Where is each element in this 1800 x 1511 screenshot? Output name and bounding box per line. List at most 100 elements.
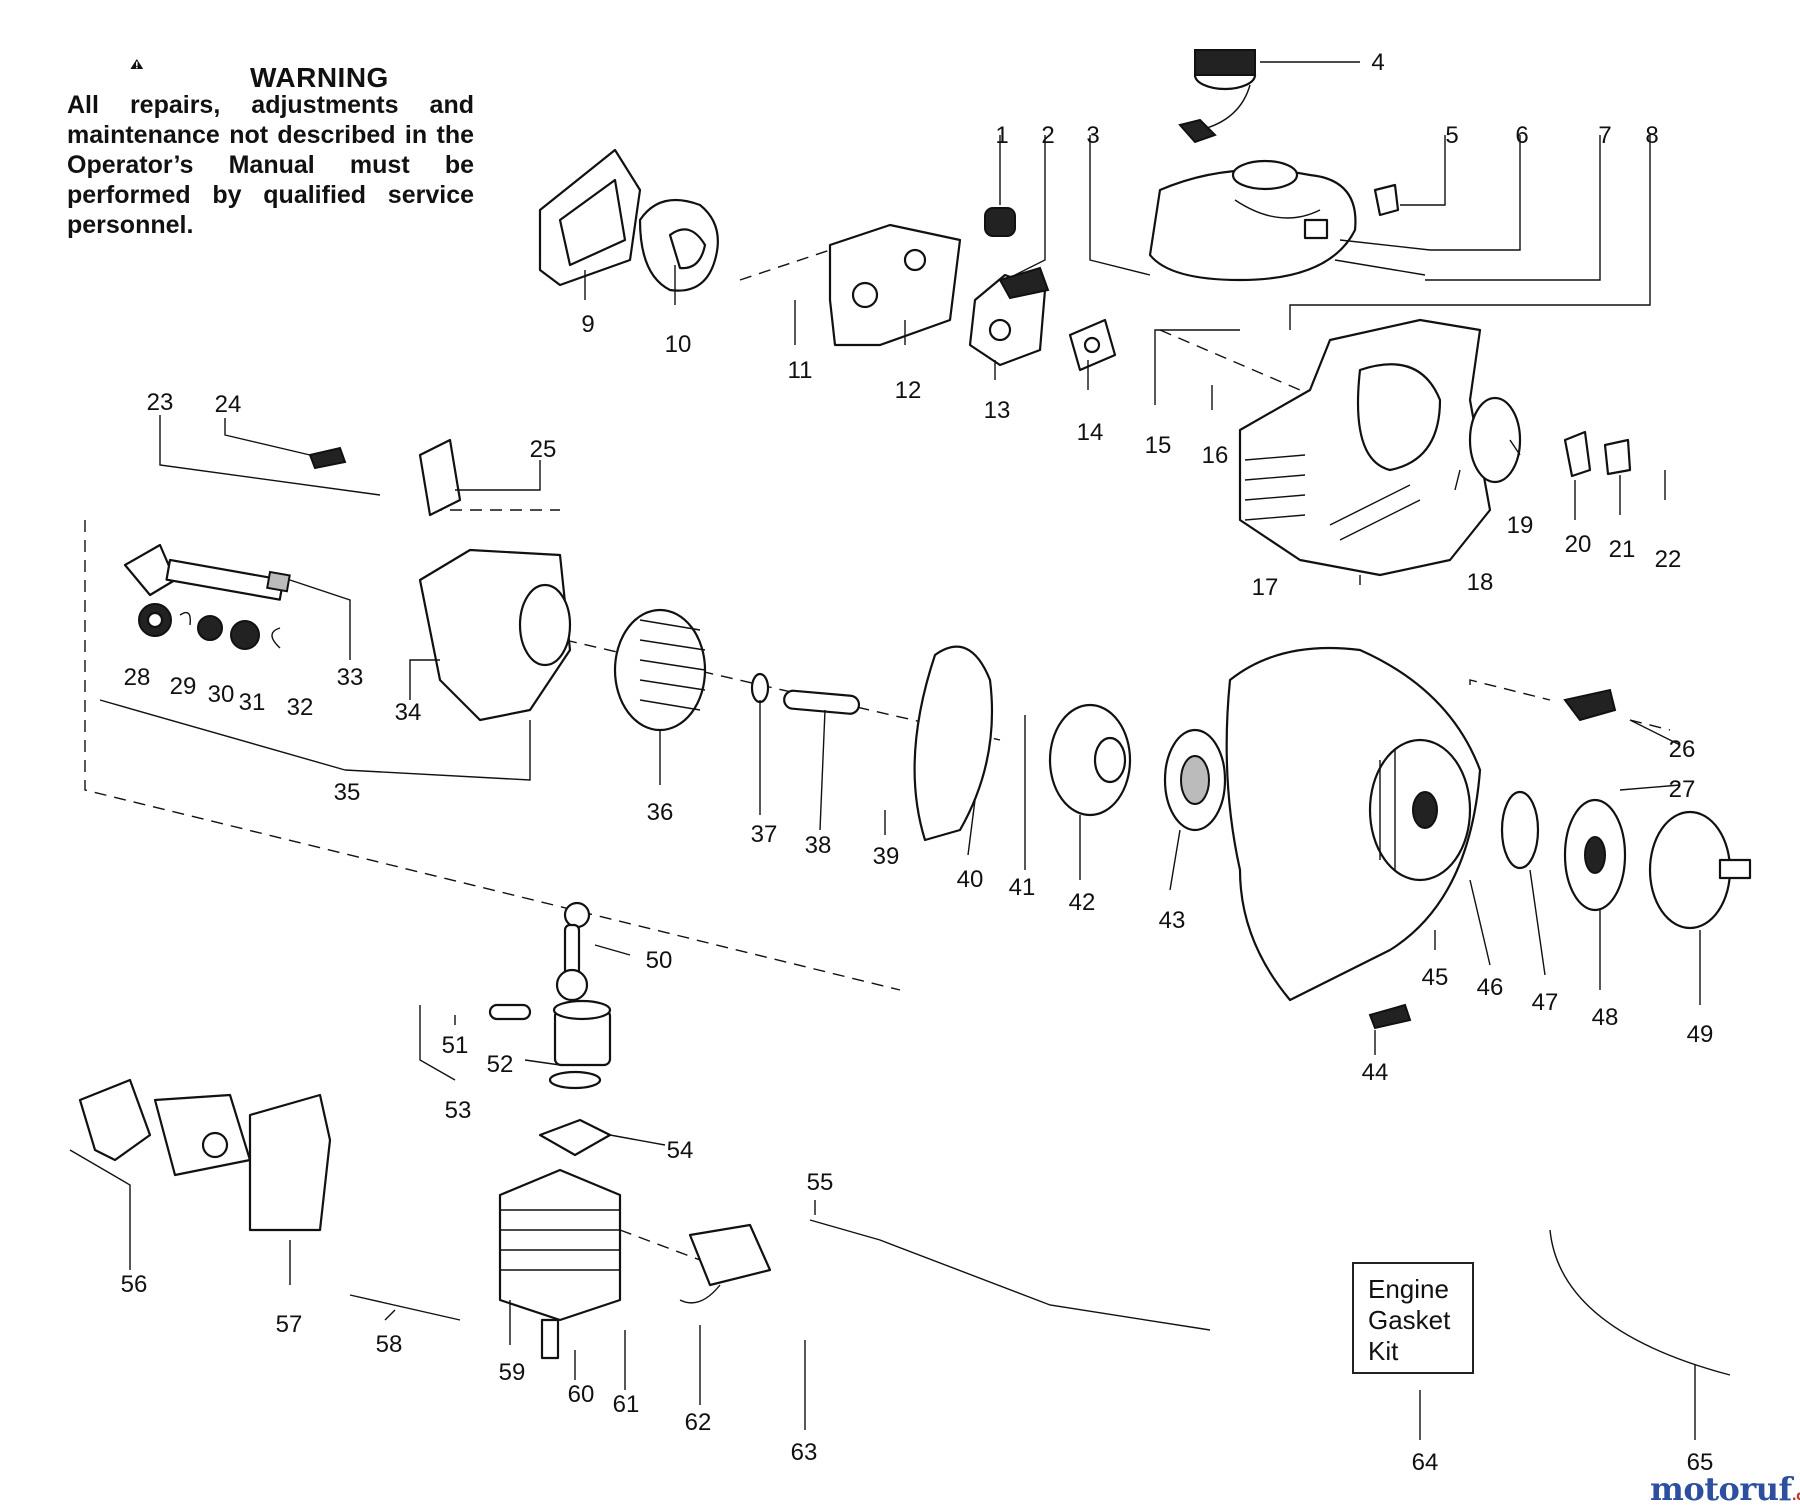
part-number-label: 50	[646, 947, 673, 974]
part-44	[1368, 1003, 1412, 1030]
part-clutch	[1563, 798, 1627, 912]
part-washer-37	[750, 672, 770, 704]
part-number-label: 14	[1077, 419, 1104, 446]
part-muffler	[78, 1078, 252, 1177]
part-25	[418, 438, 462, 517]
part-number-label: 65	[1687, 1449, 1714, 1476]
part-number-label: 34	[395, 699, 422, 726]
watermark-logo: motoruf.de	[1650, 1470, 1800, 1508]
part-number-label: 56	[121, 1271, 148, 1298]
part-handle-housing	[1225, 646, 1482, 1002]
part-number-label: 42	[1069, 889, 1096, 916]
part-number-label: 8	[1645, 122, 1658, 149]
part-air-filter	[638, 198, 719, 292]
part-number-label: 10	[665, 331, 692, 358]
part-number-label: 53	[445, 1097, 472, 1124]
part-21	[1603, 438, 1632, 476]
leader-lines	[69, 61, 1701, 1440]
part-number-label: 51	[442, 1032, 469, 1059]
part-piston-pin	[488, 1003, 532, 1021]
part-piston	[552, 999, 612, 1067]
part-number-label: 1	[995, 122, 1008, 149]
part-number-label: 47	[1532, 989, 1559, 1016]
part-fuel-lines	[1334, 239, 1431, 276]
part-number-label: 36	[647, 799, 674, 826]
part-number-label: 26	[1669, 736, 1696, 763]
part-number-label: 52	[487, 1051, 514, 1078]
part-number-label: 2	[1041, 122, 1054, 149]
part-number-label: 4	[1371, 49, 1384, 76]
part-number-label: 49	[1687, 1021, 1714, 1048]
part-number-label: 24	[215, 391, 242, 418]
part-number-label: 40	[957, 866, 984, 893]
part-number-label: 19	[1507, 512, 1534, 539]
part-fuel-cap	[1178, 49, 1257, 144]
part-washer-47	[1500, 790, 1540, 870]
part-air-filter-cover	[538, 148, 642, 287]
part-primer-bulb	[984, 207, 1016, 237]
part-number-label: 60	[568, 1381, 595, 1408]
part-pin-38	[783, 689, 861, 715]
part-24	[308, 446, 347, 470]
part-number-label: 32	[287, 694, 314, 721]
part-o-ring	[1468, 396, 1522, 484]
kit-label-line-1: Engine	[1368, 1274, 1449, 1304]
part-number-label: 13	[984, 397, 1011, 424]
kit-label-line-2: Gasket	[1368, 1305, 1451, 1335]
part-number-label: 25	[530, 436, 557, 463]
part-number-label: 16	[1202, 442, 1229, 469]
part-number-label: 46	[1477, 974, 1504, 1001]
part-number-label: 35	[334, 779, 361, 806]
part-number-label: 58	[376, 1331, 403, 1358]
part-fan-cover	[913, 645, 994, 842]
part-number-label: 6	[1515, 122, 1528, 149]
part-number-label: 61	[613, 1391, 640, 1418]
part-number-label: 64	[1412, 1449, 1439, 1476]
part-throttle-cable	[1549, 1229, 1731, 1376]
part-flywheel	[613, 608, 707, 732]
part-number-label: 39	[873, 843, 900, 870]
part-number-label: 31	[239, 689, 266, 716]
part-number-label: 18	[1467, 569, 1494, 596]
warning-title: WARNING	[250, 62, 389, 93]
part-cylinder-gasket	[538, 1118, 612, 1157]
part-number-label: 11	[788, 357, 813, 384]
part-20	[1563, 430, 1592, 478]
watermark-brand: motoruf	[1650, 1470, 1792, 1508]
part-starter-pulley	[1048, 703, 1132, 817]
part-number-label: 29	[170, 673, 197, 700]
part-seal-30	[197, 615, 223, 641]
part-ignition-module	[679, 1223, 772, 1304]
part-number-label: 63	[791, 1439, 818, 1466]
part-starter-grip	[1563, 688, 1617, 722]
part-engine-housing	[1238, 318, 1492, 577]
part-cylinder	[498, 1168, 622, 1322]
part-number-label: 23	[147, 389, 174, 416]
part-number-label: 37	[751, 821, 778, 848]
part-clutch-drum	[1648, 810, 1752, 930]
part-number-label: 44	[1362, 1059, 1389, 1086]
part-number-label: 41	[1009, 874, 1036, 901]
part-ground-wire	[809, 1219, 1211, 1331]
watermark-tld: .de	[1791, 1489, 1800, 1504]
part-number-label: 12	[895, 377, 922, 404]
part-number-label: 54	[667, 1137, 694, 1164]
warning-text: All repairs, adjustments and maintenance…	[67, 91, 474, 239]
part-number-label: 21	[1609, 536, 1636, 563]
part-piston-ring	[548, 1070, 602, 1090]
part-starter-spring	[1163, 728, 1227, 832]
engine-gasket-kit-box: Engine Gasket Kit	[1352, 1262, 1474, 1374]
part-number-label: 7	[1598, 122, 1611, 149]
part-fuel-tank	[1148, 159, 1357, 282]
part-number-label: 17	[1252, 574, 1279, 601]
part-number-label: 38	[805, 832, 832, 859]
part-number-label: 3	[1086, 122, 1099, 149]
part-number-label: 45	[1422, 964, 1449, 991]
part-connecting-rod	[555, 901, 591, 1002]
part-carb-gasket	[1068, 318, 1117, 372]
part-ring-32	[271, 627, 281, 649]
part-number-label: 43	[1159, 907, 1186, 934]
